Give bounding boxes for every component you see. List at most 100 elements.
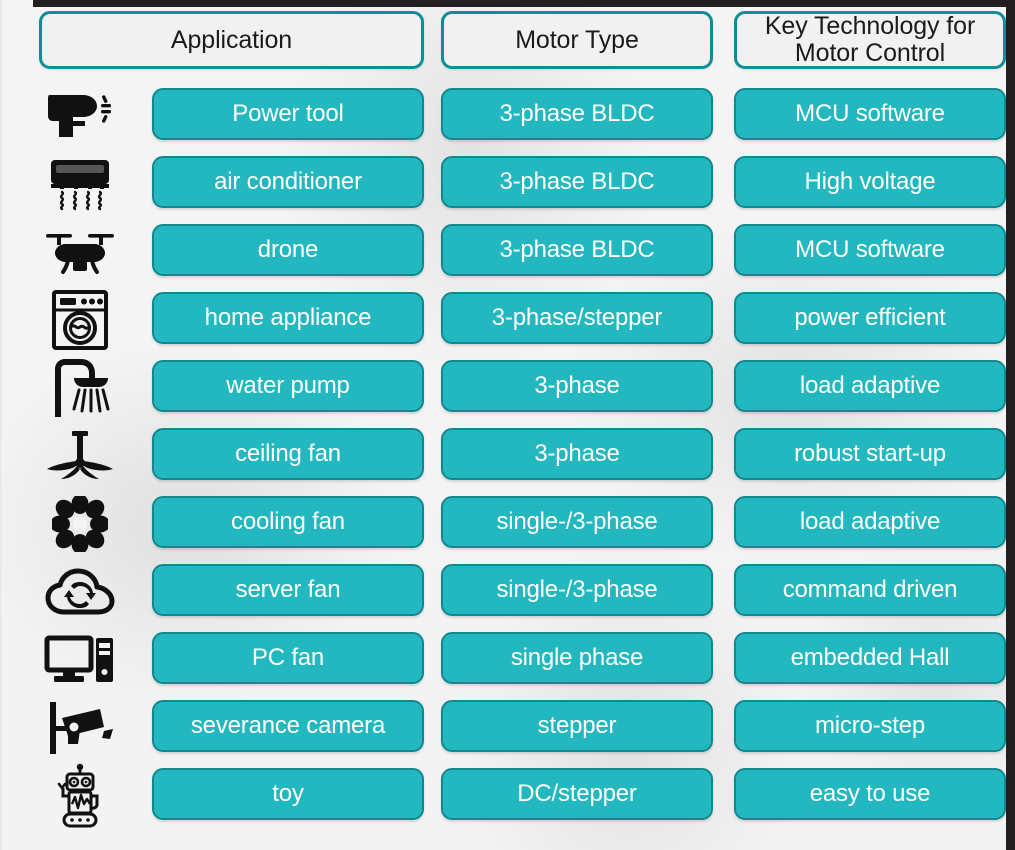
table-row: ceiling fan 3-phase robust start-up [0, 425, 1006, 487]
cell-text: High voltage [804, 168, 936, 196]
cell-text: server fan [235, 576, 341, 604]
cell-text: PC fan [251, 644, 325, 672]
frame-edge-left [0, 0, 2, 850]
cell-key-technology[interactable]: load adaptive [734, 496, 1006, 548]
comparison-table: Application Motor Type Key Technology fo… [0, 7, 1006, 850]
cell-motor-type[interactable]: DC/stepper [441, 768, 713, 820]
table-row: air conditioner 3-phase BLDC High voltag… [0, 153, 1006, 215]
cloud-sync-icon [32, 561, 128, 623]
cell-text: load adaptive [799, 372, 941, 400]
toy-robot-icon [32, 763, 128, 828]
table-row: drone 3-phase BLDC MCU software [0, 221, 1006, 283]
cell-application[interactable]: drone [152, 224, 424, 276]
cell-key-technology[interactable]: load adaptive [734, 360, 1006, 412]
cell-motor-type[interactable]: single-/3-phase [441, 496, 713, 548]
cell-application[interactable]: water pump [152, 360, 424, 412]
cell-text: single-/3-phase [496, 508, 658, 536]
cell-motor-type[interactable]: single phase [441, 632, 713, 684]
cell-text: drone [257, 236, 319, 264]
table-header-row: Application Motor Type Key Technology fo… [0, 11, 1006, 73]
cell-text: 3-phase BLDC [499, 100, 655, 128]
cell-motor-type[interactable]: 3-phase BLDC [441, 156, 713, 208]
table-row: server fan single-/3-phase command drive… [0, 561, 1006, 623]
column-header-key-technology-line2: Motor Control [794, 39, 946, 67]
cell-key-technology[interactable]: High voltage [734, 156, 1006, 208]
cell-text: MCU software [795, 100, 945, 128]
cell-application[interactable]: server fan [152, 564, 424, 616]
cell-application[interactable]: cooling fan [152, 496, 424, 548]
cell-text: toy [272, 780, 304, 808]
cell-text: power efficient [794, 304, 946, 332]
table-row: home appliance 3-phase/stepper power eff… [0, 289, 1006, 351]
cell-key-technology[interactable]: MCU software [734, 88, 1006, 140]
cell-application[interactable]: Power tool [152, 88, 424, 140]
cell-motor-type[interactable]: 3-phase BLDC [441, 224, 713, 276]
column-header-motor-type-label: Motor Type [515, 25, 639, 54]
cell-motor-type[interactable]: 3-phase [441, 428, 713, 480]
drone-icon [32, 221, 128, 283]
cell-key-technology[interactable]: micro-step [734, 700, 1006, 752]
cell-text: 3-phase [534, 440, 620, 468]
cell-text: 3-phase BLDC [499, 236, 655, 264]
cell-text: single phase [510, 644, 644, 672]
cell-text: stepper [537, 712, 617, 740]
desktop-computer-icon [32, 629, 128, 691]
cell-key-technology[interactable]: power efficient [734, 292, 1006, 344]
cell-text: severance camera [190, 712, 386, 740]
cell-text: single-/3-phase [496, 576, 658, 604]
cell-text: load adaptive [799, 508, 941, 536]
power-drill-icon [32, 85, 128, 147]
cell-motor-type[interactable]: stepper [441, 700, 713, 752]
cell-motor-type[interactable]: 3-phase [441, 360, 713, 412]
cell-text: 3-phase/stepper [491, 304, 663, 332]
cell-text: embedded Hall [790, 644, 950, 672]
cell-text: Power tool [232, 100, 344, 128]
security-camera-icon [32, 697, 128, 759]
column-header-key-technology-label: Key Technology for Motor Control [765, 13, 975, 67]
table-row: severance camera stepper micro-step [0, 697, 1006, 759]
column-header-application[interactable]: Application [39, 11, 424, 69]
frame-edge-top [33, 0, 1015, 7]
cell-key-technology[interactable]: robust start-up [734, 428, 1006, 480]
ceiling-fan-icon [32, 425, 128, 487]
air-conditioner-icon [32, 153, 128, 215]
flower-fan-icon [32, 493, 128, 555]
table-row: cooling fan single-/3-phase load adaptiv… [0, 493, 1006, 555]
cell-text: home appliance [204, 304, 372, 332]
table-row: toy DC/stepper easy to use [0, 763, 1006, 828]
cell-text: micro-step [814, 712, 926, 740]
cell-text: MCU software [795, 236, 945, 264]
cell-text: command driven [782, 576, 958, 604]
cell-key-technology[interactable]: embedded Hall [734, 632, 1006, 684]
cell-key-technology[interactable]: easy to use [734, 768, 1006, 820]
column-header-application-label: Application [170, 25, 293, 54]
cell-application[interactable]: air conditioner [152, 156, 424, 208]
cell-key-technology[interactable]: command driven [734, 564, 1006, 616]
cell-motor-type[interactable]: 3-phase/stepper [441, 292, 713, 344]
cell-motor-type[interactable]: single-/3-phase [441, 564, 713, 616]
cell-text: 3-phase [534, 372, 620, 400]
cell-text: water pump [226, 372, 350, 400]
cell-motor-type[interactable]: 3-phase BLDC [441, 88, 713, 140]
table-row: Power tool 3-phase BLDC MCU software [0, 85, 1006, 147]
shower-water-icon [32, 357, 128, 419]
cell-application[interactable]: ceiling fan [152, 428, 424, 480]
cell-text: DC/stepper [517, 780, 637, 808]
cell-application[interactable]: severance camera [152, 700, 424, 752]
cell-key-technology[interactable]: MCU software [734, 224, 1006, 276]
frame-edge-right [1006, 0, 1015, 850]
column-header-key-technology[interactable]: Key Technology for Motor Control [734, 11, 1006, 69]
washing-machine-icon [32, 289, 128, 351]
cell-text: robust start-up [794, 440, 946, 468]
table-row: water pump 3-phase load adaptive [0, 357, 1006, 419]
cell-application[interactable]: toy [152, 768, 424, 820]
cell-application[interactable]: home appliance [152, 292, 424, 344]
column-header-motor-type[interactable]: Motor Type [441, 11, 713, 69]
cell-application[interactable]: PC fan [152, 632, 424, 684]
cell-text: cooling fan [231, 508, 345, 536]
table-row: PC fan single phase embedded Hall [0, 629, 1006, 691]
column-header-key-technology-line1: Key Technology for [764, 12, 976, 40]
cell-text: air conditioner [214, 168, 362, 196]
cell-text: ceiling fan [235, 440, 341, 468]
